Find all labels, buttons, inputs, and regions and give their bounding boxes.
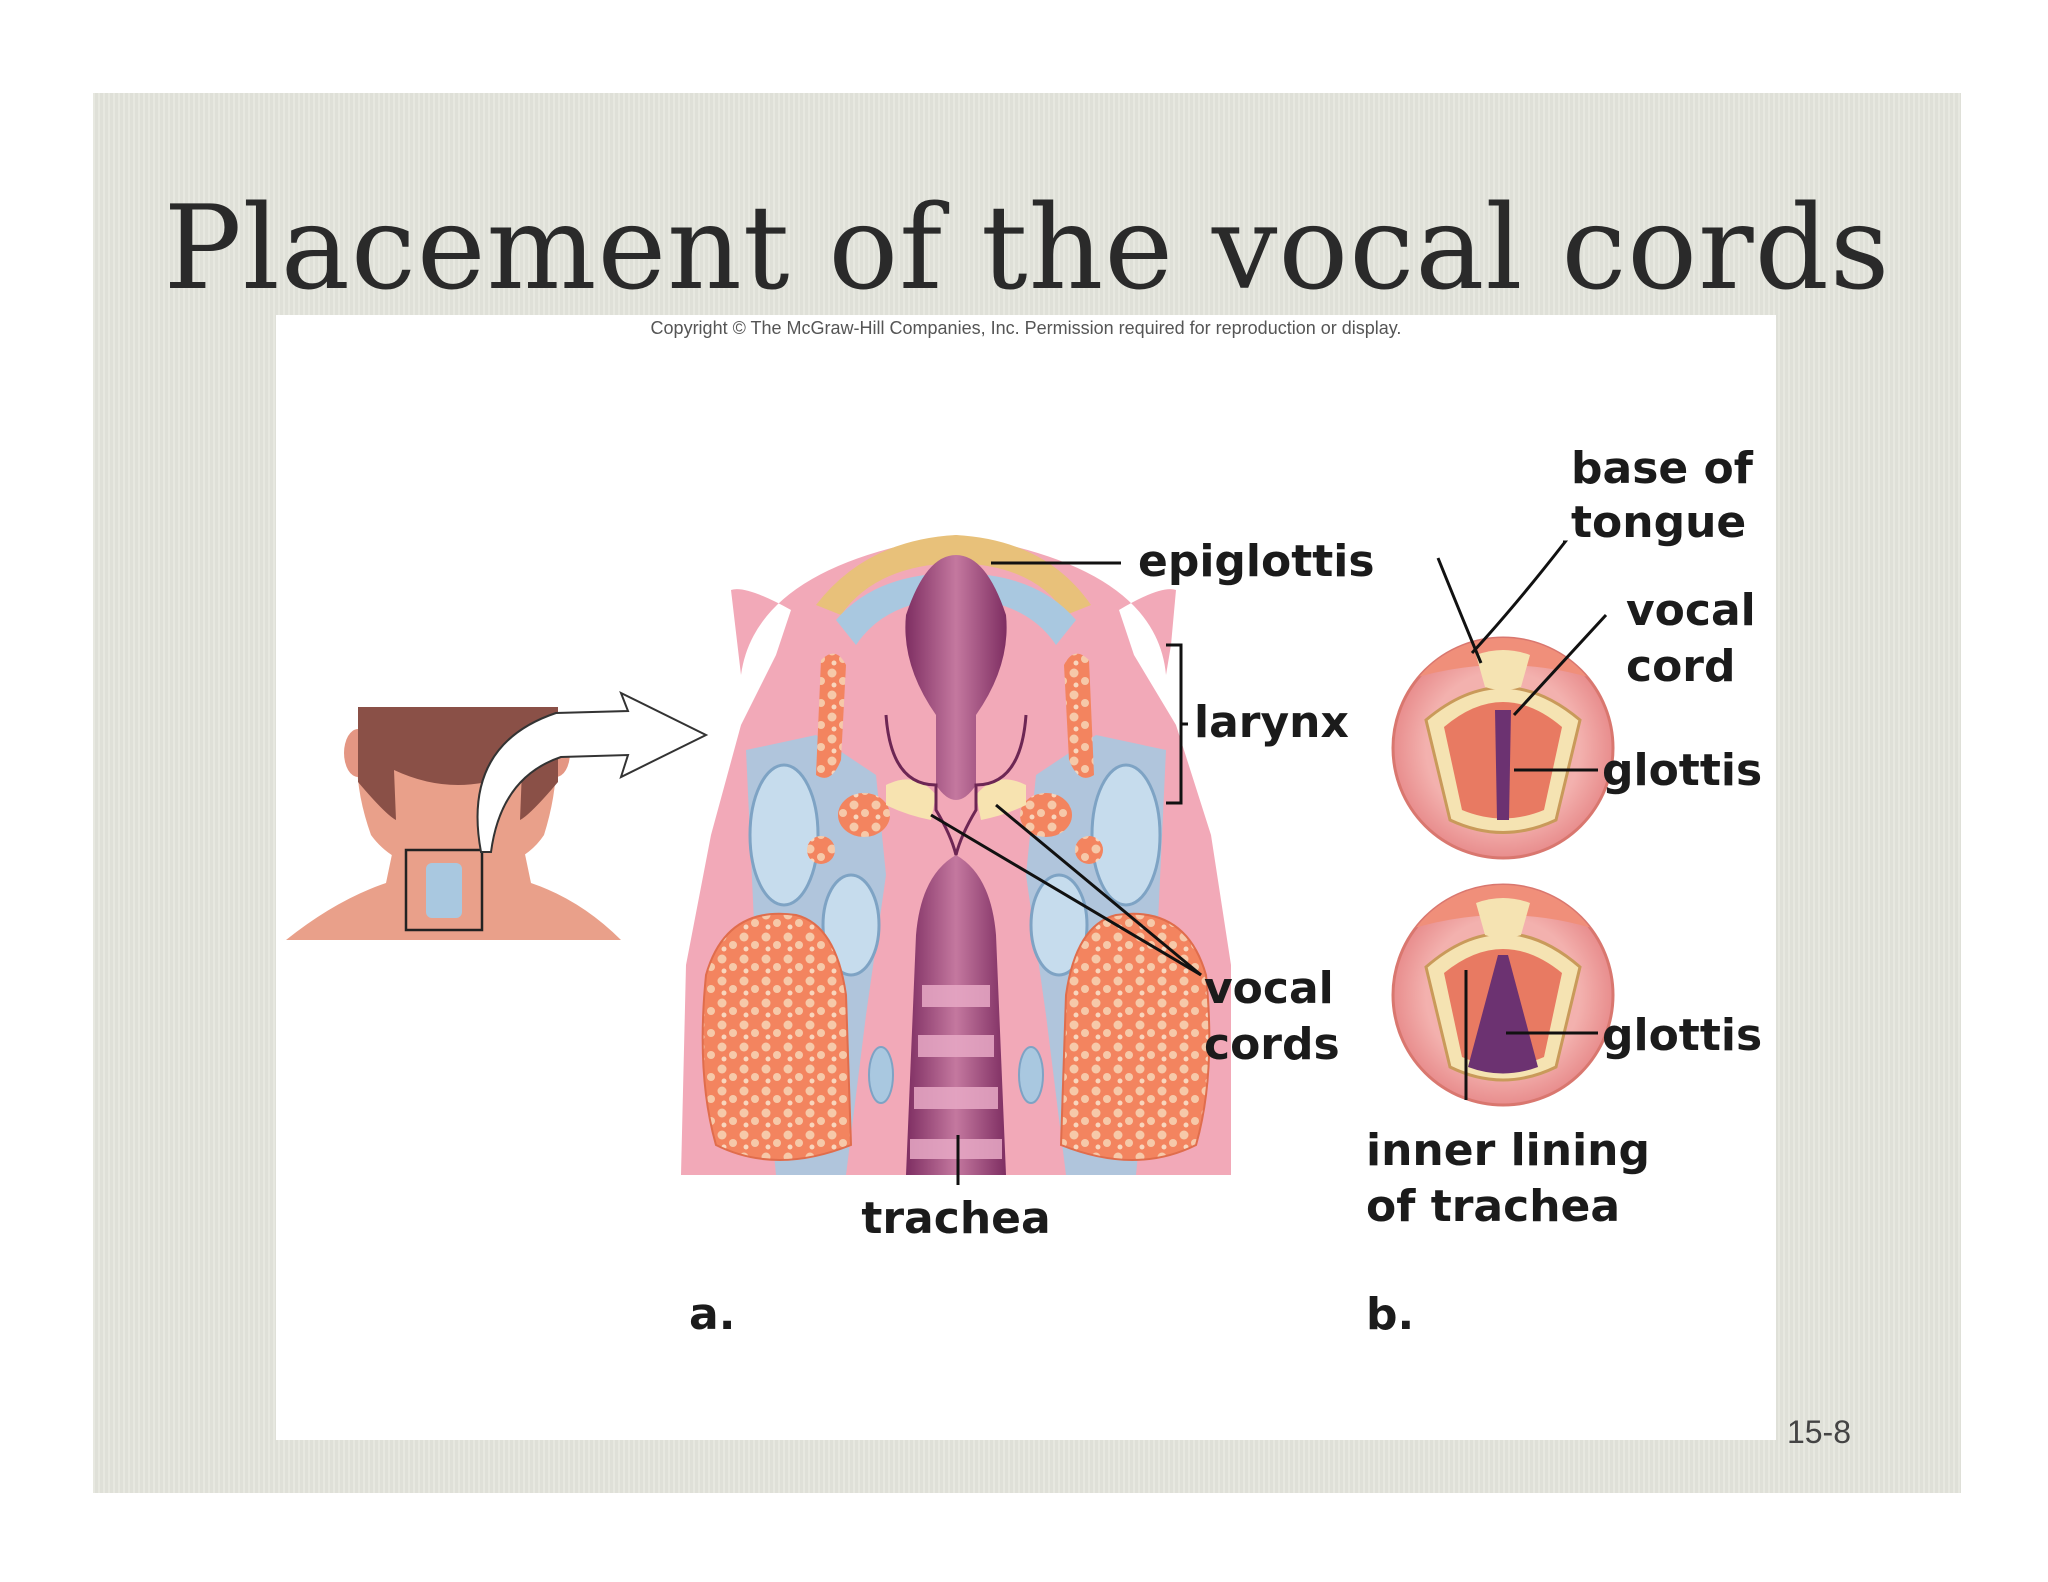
label-inner-lining-line2: of trachea [1366, 1181, 1620, 1232]
label-glottis-bottom: glottis [1602, 1010, 1762, 1061]
label-glottis-top: glottis [1602, 745, 1762, 796]
label-larynx: larynx [1194, 697, 1349, 748]
label-base-of-tongue-line1: base of [1571, 443, 1754, 494]
page-number: 15-8 [1786, 1414, 1851, 1450]
slide: Placement of the vocal cords [93, 93, 1961, 1493]
anatomy-diagram: Copyright © The McGraw-Hill Companies, I… [286, 318, 1762, 1340]
panel-b-leader-lines [1436, 540, 1608, 1100]
label-epiglottis: epiglottis [1138, 536, 1375, 587]
panel-a-leader-lines [930, 561, 1202, 1185]
panel-b-letter: b. [1366, 1289, 1414, 1340]
larynx-cross-section [681, 535, 1231, 1175]
label-vocal-cords-line2: cords [1204, 1019, 1340, 1070]
panel-a-letter: a. [689, 1289, 735, 1340]
label-vocal-cords-line1: vocal [1204, 963, 1334, 1014]
vocal-cords-figure: Copyright © The McGraw-Hill Companies, I… [276, 315, 1776, 1440]
copyright-text: Copyright © The McGraw-Hill Companies, I… [651, 318, 1402, 338]
label-trachea: trachea [861, 1193, 1050, 1244]
glottis-view-open [1391, 883, 1615, 1107]
diagram-labels: epiglottis larynx vocal cords trachea ba… [689, 443, 1762, 1340]
label-vocal-cord-line2: cord [1626, 641, 1736, 692]
glottis-view-closed [1391, 636, 1615, 860]
curved-arrow [476, 690, 709, 853]
label-base-of-tongue-line2: tongue [1571, 497, 1746, 548]
label-vocal-cord-line1: vocal [1626, 585, 1756, 636]
label-inner-lining-line1: inner lining [1366, 1125, 1650, 1176]
slide-title: Placement of the vocal cords [163, 181, 1891, 316]
